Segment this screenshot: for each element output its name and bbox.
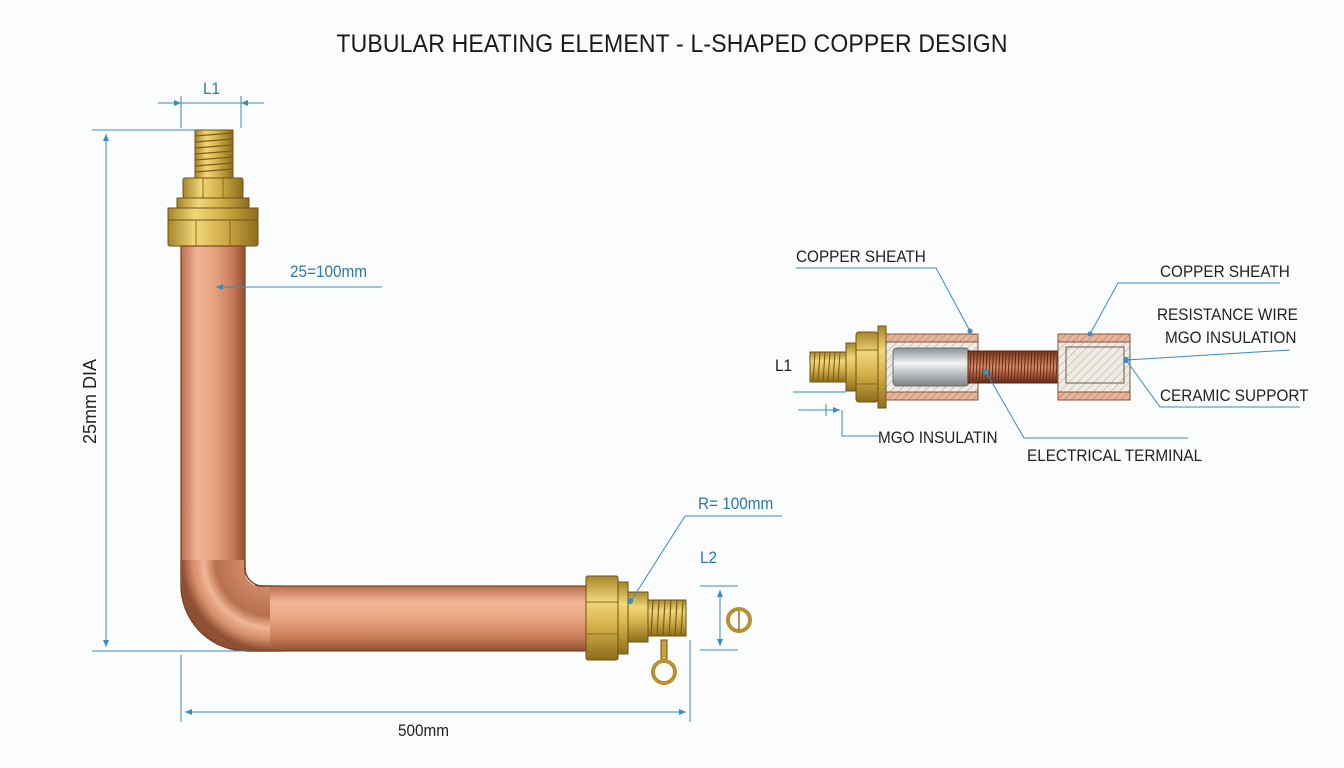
horizontal-copper-tube (261, 585, 591, 652)
bend-radius-label: R= 100mm (698, 494, 774, 513)
main-dimension-lines (92, 96, 782, 722)
ceramic-support-label: CERAMIC SUPPORT (1160, 386, 1309, 405)
section-l1-label: L1 (775, 356, 793, 375)
section-threaded-stud (809, 325, 887, 409)
electrical-terminal-label: ELECTRICAL TERMINAL (1027, 446, 1203, 465)
resistance-wire-label: RESISTANCE WIRE (1157, 305, 1298, 324)
right-fitting (585, 575, 752, 685)
copper-sheath-right-label: COPPER SHEATH (1160, 262, 1290, 281)
horizontal-length-label: 500mm (398, 721, 450, 740)
l1-dimension-label: L1 (203, 79, 221, 98)
mgo-insulating-label: MGO INSULATIN (878, 428, 998, 447)
section-left-sheath (885, 328, 979, 401)
section-right-sheath (1057, 331, 1131, 401)
section-leader-lines (793, 267, 1300, 439)
l-shaped-heating-element (167, 129, 752, 685)
copper-sheath-left-label: COPPER SHEATH (796, 247, 926, 266)
cross-section-view (809, 325, 1131, 409)
top-threaded-stud (194, 129, 234, 181)
top-hex-nut (167, 177, 259, 247)
mgo-insulation-right-label: MGO INSULATION (1165, 328, 1297, 347)
diagram-title: TUBULAR HEATING ELEMENT - L-SHAPED COPPE… (336, 30, 1008, 58)
tube-length-label: 25=100mm (290, 262, 367, 281)
section-resistance-wire (967, 350, 1061, 384)
diameter-dimension-label: 25mm DIA (80, 358, 100, 444)
l2-dimension-label: L2 (700, 548, 718, 567)
vertical-copper-tube (180, 245, 246, 587)
